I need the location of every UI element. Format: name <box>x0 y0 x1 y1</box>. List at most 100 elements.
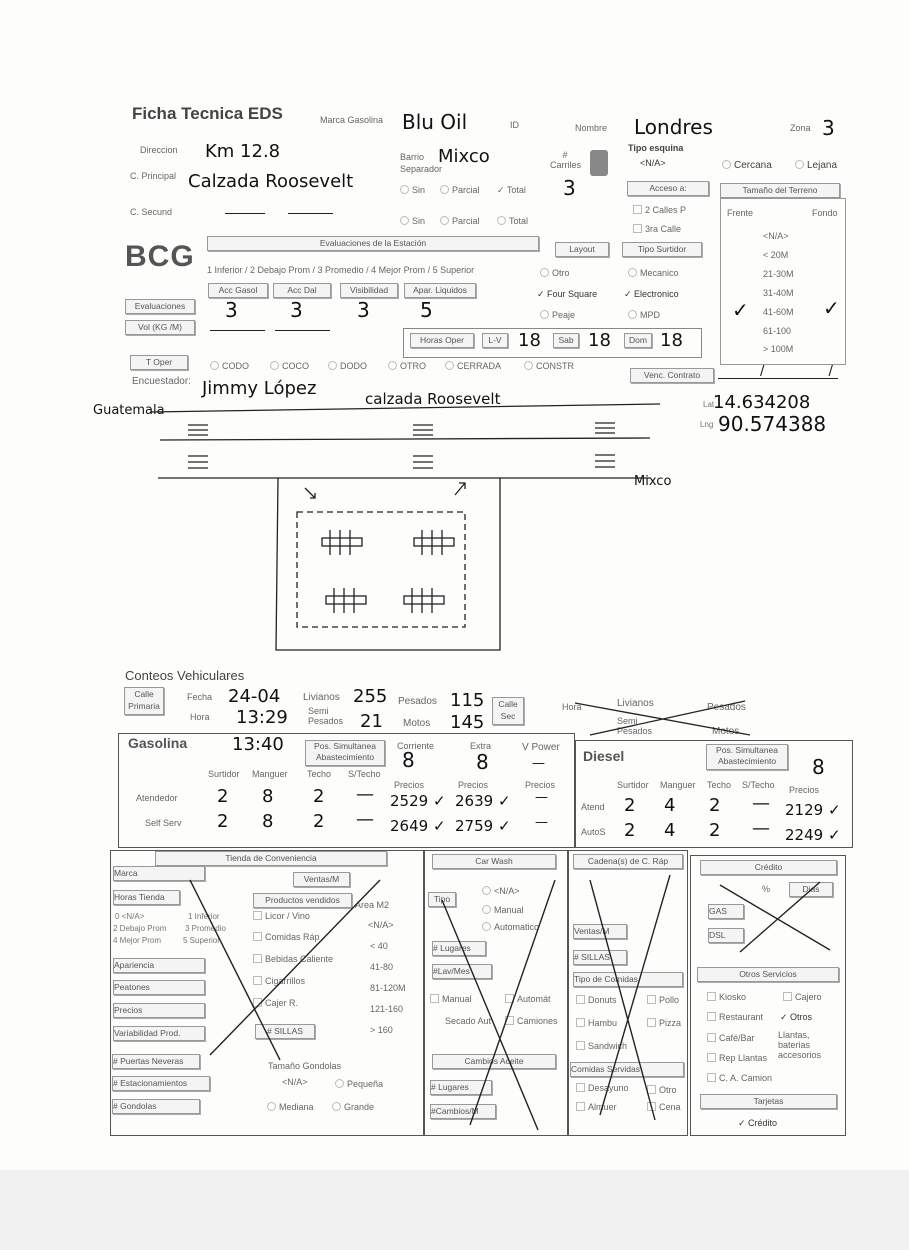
sab-value[interactable]: 18 <box>588 330 611 351</box>
cadena-serv-opt[interactable]: Otro <box>647 1085 677 1095</box>
tamano-terreno-button[interactable]: Tamaño del Terreno <box>720 183 840 198</box>
carwash-opt[interactable]: Secado Aut <box>445 1016 492 1026</box>
eval-value-dal[interactable]: 3 <box>290 298 303 322</box>
dsl-cell[interactable]: 2 <box>709 820 721 841</box>
vpower-value[interactable]: — <box>532 756 545 771</box>
area-opt[interactable]: < 40 <box>370 941 388 951</box>
lng-value[interactable]: 90.574388 <box>718 412 827 436</box>
toper-constr[interactable]: CONSTR <box>524 361 574 371</box>
cadena-opt[interactable]: Hambu <box>576 1018 617 1028</box>
cadena-opt[interactable]: Donuts <box>576 995 617 1005</box>
carwash-opt[interactable]: Manual <box>430 994 472 1004</box>
acceso-opt-2calles[interactable]: 2 Calles P <box>633 205 686 215</box>
layout-button[interactable]: Layout <box>555 242 609 257</box>
eval-col-dal[interactable]: Acc Dal <box>273 283 331 298</box>
gas-cell[interactable]: — <box>356 784 374 805</box>
tamano-21-30[interactable]: 21-30M <box>763 269 794 279</box>
extra-value[interactable]: 8 <box>476 750 489 774</box>
credito-dsl[interactable]: DSL <box>708 928 744 943</box>
gas-cell[interactable]: 8 <box>262 786 274 807</box>
toper-otro[interactable]: OTRO <box>388 361 426 371</box>
nombre-value[interactable]: Londres <box>634 115 713 139</box>
dom-value[interactable]: 18 <box>660 330 683 351</box>
tienda-productos[interactable]: Productos vendidos <box>253 893 352 908</box>
gas-cell[interactable]: 2529 ✓ <box>390 792 446 810</box>
prod-opt[interactable]: Bebidas Caliente <box>253 954 333 964</box>
eval-col-liquidos[interactable]: Apar. Liquidos <box>404 283 476 298</box>
eval-value-visibilidad[interactable]: 3 <box>357 298 370 322</box>
area-opt[interactable]: > 160 <box>370 1025 393 1035</box>
gas-cell[interactable]: — <box>535 790 548 805</box>
prod-opt[interactable]: Comidas Ráp <box>253 932 320 942</box>
carwash-lavmes[interactable]: #Lav/Mes <box>432 964 492 979</box>
otros-opt-kiosko[interactable]: Kiosko <box>707 992 746 1002</box>
esquina-opt-na[interactable]: <N/A> <box>640 158 666 168</box>
toper-codo[interactable]: CODO <box>210 361 249 371</box>
diesel-pos-value[interactable]: 8 <box>812 755 825 779</box>
esquina-opt-lejana[interactable]: Lejana <box>795 160 837 171</box>
layout-otro[interactable]: Otro <box>540 268 570 278</box>
tienda-estac[interactable]: # Estacionamientos <box>112 1076 210 1091</box>
sep-total[interactable]: ✓ Total <box>497 185 526 195</box>
layout-four-square[interactable]: ✓ Four Square <box>537 289 598 299</box>
prod-opt[interactable]: Licor / Vino <box>253 911 310 921</box>
calle-sec-button[interactable]: Calle Sec <box>492 697 524 725</box>
calle-primaria-button[interactable]: Calle Primaria <box>124 687 164 715</box>
cadena-ventas[interactable]: Ventas/M <box>573 924 627 939</box>
area-opt[interactable]: 121-160 <box>370 1004 404 1014</box>
gasolina-pos-button[interactable]: Pos. Simultanea Abastecimiento <box>305 740 385 766</box>
cprincipal-value[interactable]: Calzada Roosevelt <box>188 171 354 192</box>
tienda-attr[interactable]: Peatones <box>113 980 205 995</box>
gasolina-time[interactable]: 13:40 <box>232 734 284 755</box>
tamano-31-40[interactable]: 31-40M <box>763 288 794 298</box>
gas-cell[interactable]: 8 <box>262 811 274 832</box>
gond-opt[interactable]: Mediana <box>267 1102 314 1112</box>
gas-cell[interactable]: 2 <box>217 786 229 807</box>
gas-cell[interactable]: — <box>535 815 548 830</box>
toper-cerrada[interactable]: CERRADA <box>445 361 501 371</box>
tienda-horas[interactable]: Horas Tienda <box>113 890 180 905</box>
horas-oper-button[interactable]: Horas Oper <box>410 333 474 348</box>
otros-opt-cajero[interactable]: Cajero <box>783 992 822 1002</box>
direccion-value[interactable]: Km 12.8 <box>205 141 281 162</box>
venc-contrato-button[interactable]: Venc. Contrato <box>630 368 714 383</box>
area-opt[interactable]: 81-120M <box>370 983 406 993</box>
esquina-opt-cercana[interactable]: Cercana <box>722 160 772 171</box>
carwash-tipo-opt[interactable]: <N/A> <box>482 886 520 896</box>
marca-value[interactable]: Blu Oil <box>402 110 468 134</box>
vol-button[interactable]: Vol (KG /M) <box>125 320 195 335</box>
fecha-value[interactable]: 24-04 <box>228 686 281 707</box>
tienda-sillas[interactable]: # SILLAS <box>255 1024 315 1039</box>
carwash-tipo-opt[interactable]: Manual <box>482 905 524 915</box>
acceso-opt-3ra[interactable]: 3ra Calle <box>633 224 681 234</box>
barrio-value[interactable]: Mixco <box>438 146 490 167</box>
tamano-na[interactable]: <N/A> <box>763 231 789 241</box>
carriles-value[interactable]: 3 <box>563 176 576 200</box>
carwash-tipo-opt[interactable]: Automatico <box>482 922 539 932</box>
otros-opt-otros[interactable]: ✓ Otros <box>780 1012 813 1022</box>
gond-opt[interactable]: Grande <box>332 1102 374 1112</box>
tamano-61-100[interactable]: 61-100 <box>763 326 792 336</box>
dsl-cell[interactable]: 2129 ✓ <box>785 801 841 819</box>
lv-value[interactable]: 18 <box>518 330 541 351</box>
sep2-total[interactable]: Total <box>497 216 528 226</box>
livianos-value[interactable]: 255 <box>353 686 388 707</box>
motos-value[interactable]: 145 <box>450 712 485 733</box>
acceso-button[interactable]: Acceso a: <box>627 181 709 196</box>
hora-value[interactable]: 13:29 <box>236 707 288 728</box>
credito-gas[interactable]: GAS <box>708 904 744 919</box>
tienda-ventas[interactable]: Ventas/M <box>293 872 350 887</box>
eval-value-gasol[interactable]: 3 <box>225 298 238 322</box>
tienda-attr[interactable]: Apariencia <box>113 958 205 973</box>
gond-opt[interactable]: <N/A> <box>282 1077 308 1087</box>
surtidor-mecanico[interactable]: Mecanico <box>628 268 679 278</box>
semi-value[interactable]: 21 <box>360 711 383 732</box>
pesados-value[interactable]: 115 <box>450 690 485 711</box>
area-opt[interactable]: <N/A> <box>368 920 394 930</box>
dsl-cell[interactable]: 4 <box>664 820 676 841</box>
cadena-serv-opt[interactable]: Cena <box>647 1102 681 1112</box>
tarjetas-credito[interactable]: ✓ Crédito <box>738 1118 778 1128</box>
gas-cell[interactable]: — <box>356 809 374 830</box>
tienda-puertas[interactable]: # Puertas Neveras <box>112 1054 200 1069</box>
tienda-gondolas[interactable]: # Gondolas <box>112 1099 200 1114</box>
